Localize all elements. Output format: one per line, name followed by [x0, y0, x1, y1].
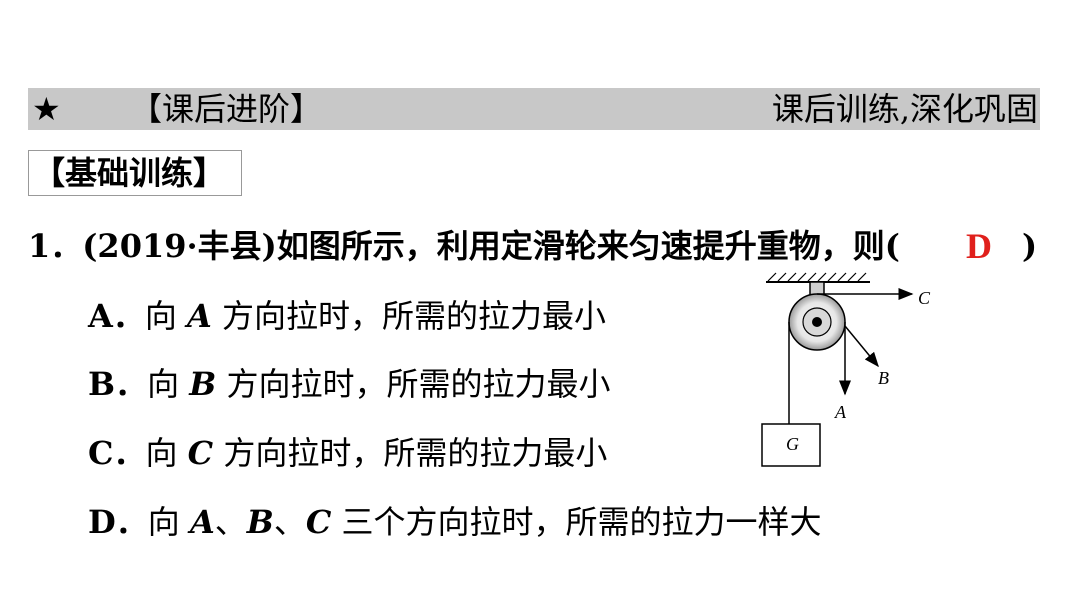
label-c: C — [918, 288, 931, 308]
question-text: 如图所示，利用定滑轮来匀速提升重物，则( — [276, 227, 900, 265]
pulley-diagram: G C B A — [761, 272, 931, 467]
answer-mark: D — [966, 226, 992, 266]
label-b: B — [878, 368, 889, 388]
subsection-title: 【基础训练】 — [33, 154, 226, 192]
label-g: G — [786, 434, 799, 454]
weight-block — [761, 423, 821, 467]
pulley-axle — [812, 317, 822, 327]
question-source: (2019·丰县) — [82, 227, 277, 265]
subsection-box: 【基础训练】 — [28, 150, 242, 196]
section-heading: 【课后进阶】 — [130, 90, 323, 128]
option-c: C．向 C 方向拉时，所需的拉力最小 — [88, 434, 608, 472]
answer-close-paren: ) — [1022, 227, 1038, 265]
option-b: B．向 B 方向拉时，所需的拉力最小 — [88, 365, 611, 403]
label-a: A — [834, 402, 847, 422]
question-number: 1． — [28, 227, 83, 265]
question-stem: 1．(2019·丰县)如图所示，利用定滑轮来匀速提升重物，则( — [28, 224, 900, 268]
ceiling-hatch — [766, 272, 870, 283]
header-banner: ★ 【课后进阶】 课后训练,深化巩固 — [28, 88, 1040, 130]
option-d: D．向 A、B、C 三个方向拉时，所需的拉力一样大 — [88, 503, 822, 541]
header-tagline: 课后训练,深化巩固 — [771, 90, 1038, 128]
arrow-b — [844, 325, 879, 368]
star-icon: ★ — [32, 90, 61, 128]
option-a: A．向 A 方向拉时，所需的拉力最小 — [88, 297, 607, 335]
